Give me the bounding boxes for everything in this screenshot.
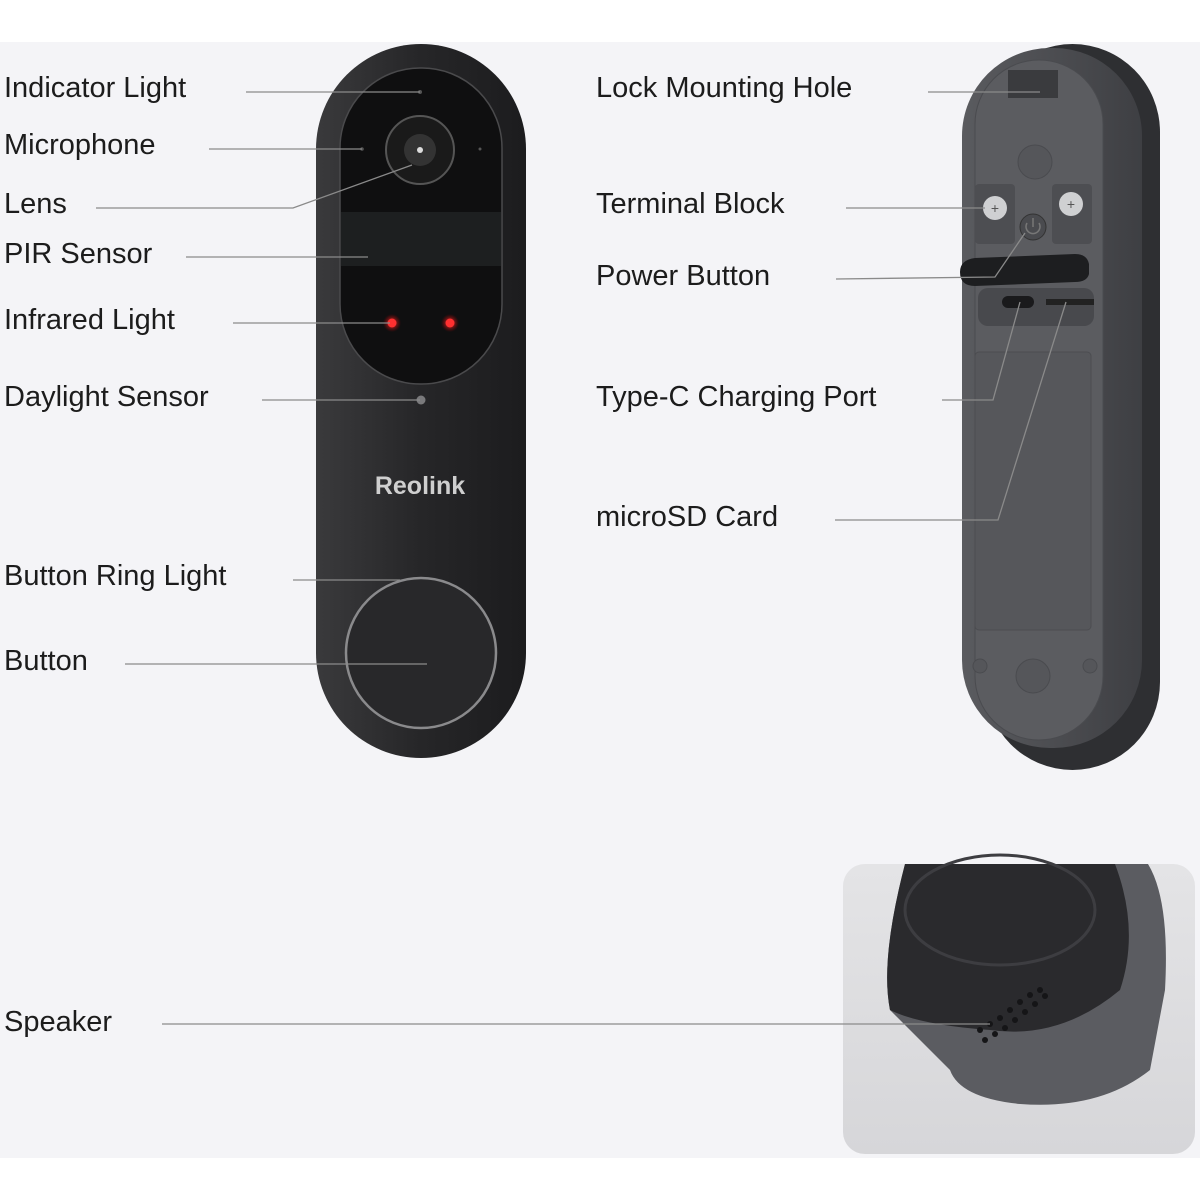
leader-lines [96,91,1067,1025]
speaker-inset [843,853,1195,1154]
label-button: Button [4,645,88,677]
label-microphone: Microphone [4,129,156,161]
doorbell-front [316,44,526,758]
doorbell-back: + + [960,44,1160,770]
label-microsd-card: microSD Card [596,501,779,533]
terminal-screw-icon [983,196,1007,220]
label-speaker: Speaker [4,1006,113,1038]
label-lock-mounting-hole: Lock Mounting Hole [596,72,853,104]
label-type-c-port: Type-C Charging Port [596,381,877,413]
label-lens: Lens [4,188,67,220]
reolink-logo: Reolink [375,472,465,500]
infrared-light-icon [387,318,397,328]
label-infrared-light: Infrared Light [4,304,175,336]
doorbell-button [344,576,498,730]
svg-text:+: + [991,200,999,216]
label-power-button: Power Button [596,260,771,292]
label-pir-sensor: PIR Sensor [4,238,153,270]
label-daylight-sensor: Daylight Sensor [4,381,209,413]
label-indicator-light: Indicator Light [4,72,187,104]
svg-text:+: + [1067,196,1075,212]
label-button-ring-light: Button Ring Light [4,560,227,592]
type-c-port-icon [1002,296,1034,308]
microsd-slot-icon [1046,299,1094,305]
lock-mounting-hole [1008,70,1058,98]
daylight-sensor-icon [416,395,426,405]
label-terminal-block: Terminal Block [596,188,785,220]
speaker-grille-icon [977,987,1048,1043]
